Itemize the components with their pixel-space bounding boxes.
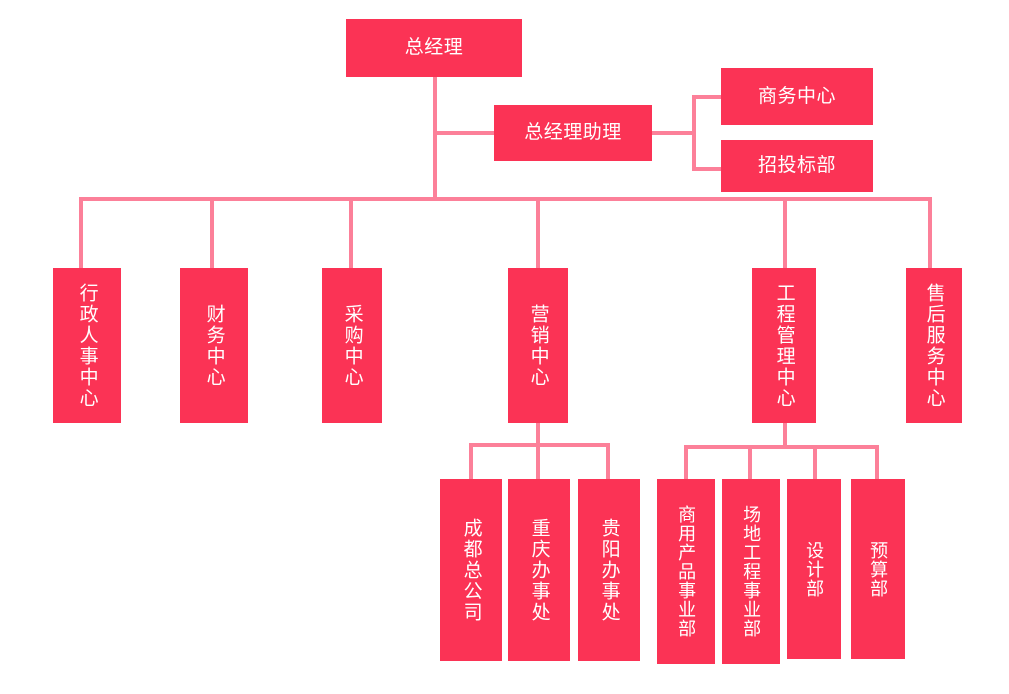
connector-drop-guiyang: [606, 443, 610, 480]
node-finance-center[interactable]: 财务中心: [180, 268, 248, 423]
connector-drop-chongqing: [536, 443, 540, 480]
node-gm-assistant[interactable]: 总经理助理: [494, 105, 652, 161]
connector-bracket-to-bidding-dept: [692, 167, 722, 171]
connector-gm-to-assistant: [433, 131, 495, 135]
node-commercial-product-div[interactable]: 商用产品事业部: [657, 479, 715, 664]
connector-bracket-to-business-center: [692, 95, 722, 99]
connector-drop-after-sales: [928, 197, 932, 270]
connector-engineering-stem: [783, 421, 787, 447]
connector-drop-design: [813, 445, 817, 480]
node-bidding-dept[interactable]: 招投标部: [721, 140, 873, 192]
connector-drop-chengdu: [469, 443, 473, 480]
node-budget-dept[interactable]: 预算部: [851, 479, 905, 659]
connector-gm-spine: [433, 77, 437, 200]
connector-drop-marketing: [536, 197, 540, 270]
connector-assistant-to-bracket: [652, 131, 696, 135]
connector-drop-admin-hr: [79, 197, 83, 270]
node-procurement-center[interactable]: 采购中心: [322, 268, 382, 423]
connector-drop-engineering: [783, 197, 787, 270]
node-guiyang-office[interactable]: 贵阳办事处: [578, 479, 640, 661]
node-chengdu-head-office[interactable]: 成都总公司: [440, 479, 502, 661]
node-business-center[interactable]: 商务中心: [721, 68, 873, 125]
connector-main-bus: [79, 197, 932, 201]
connector-drop-budget: [875, 445, 879, 480]
connector-drop-finance: [210, 197, 214, 270]
connector-drop-commercial-product: [684, 445, 688, 480]
node-chongqing-office[interactable]: 重庆办事处: [508, 479, 570, 661]
node-design-dept[interactable]: 设计部: [787, 479, 841, 659]
node-engineering-mgmt-center[interactable]: 工程管理中心: [752, 268, 816, 423]
connector-drop-procurement: [349, 197, 353, 270]
node-site-engineering-div[interactable]: 场地工程事业部: [722, 479, 780, 664]
connector-drop-site-engineering: [748, 445, 752, 480]
connector-bracket-vertical: [692, 95, 696, 171]
connector-engineering-sub-bus: [684, 445, 879, 449]
node-admin-hr-center[interactable]: 行政人事中心: [53, 268, 121, 423]
connector-marketing-stem: [536, 421, 540, 446]
node-after-sales-center[interactable]: 售后服务中心: [906, 268, 962, 423]
node-general-manager[interactable]: 总经理: [346, 19, 522, 77]
node-marketing-center[interactable]: 营销中心: [508, 268, 568, 423]
